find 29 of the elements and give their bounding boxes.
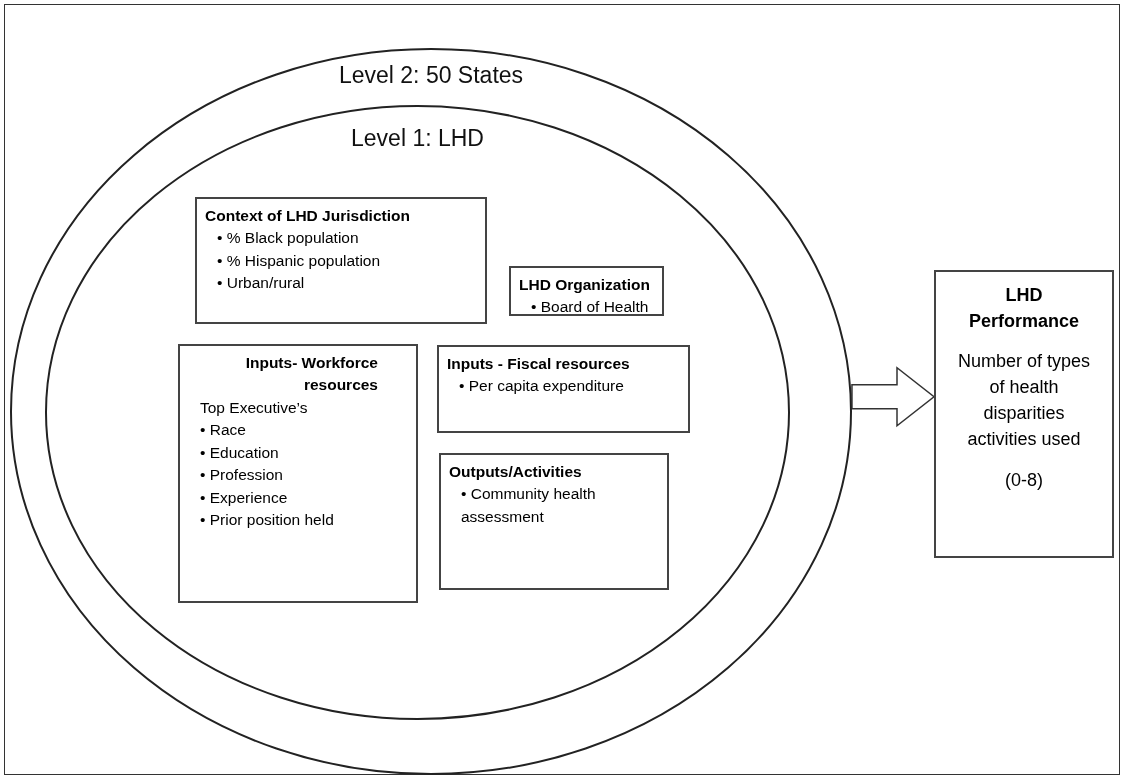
box-item: • Profession (199, 465, 284, 486)
box-item: • Experience (199, 487, 289, 508)
level-heading: Level 2: 50 States (337, 62, 525, 89)
box-heading: Context of LHD Jurisdiction (205, 206, 411, 226)
box-item: • Urban/rural (216, 273, 306, 294)
box-item: • Prior position held (199, 510, 335, 531)
box-item: • Race (199, 420, 247, 441)
box-heading: Inputs - Fiscal resources (447, 354, 631, 374)
factor-box (437, 345, 690, 433)
box-item: • Community health assessment (460, 484, 597, 527)
box-heading: LHD Organization (519, 275, 651, 295)
factor-box (509, 266, 664, 316)
box-item: • Per capita expenditure (458, 376, 625, 397)
box-item: • % Black population (216, 228, 360, 249)
block-arrow (851, 366, 936, 428)
level-heading: Level 1: LHD (350, 125, 485, 152)
box-heading: Inputs- Workforce resources (244, 353, 379, 396)
box-item: • Board of Health (530, 297, 650, 318)
box-item: • % Hispanic population (216, 250, 382, 271)
box-item: (0-8) (1004, 468, 1044, 492)
factor-box (439, 453, 669, 590)
box-item: Top Executive’s (199, 397, 309, 418)
factor-box (178, 344, 418, 603)
box-heading: Outputs/Activities (449, 462, 583, 482)
box-heading: LHD Performance (967, 284, 1081, 334)
box-item: • Education (199, 442, 280, 463)
factor-box (934, 270, 1114, 558)
box-item: Number of types of health disparities activities used (956, 350, 1092, 452)
factor-box (195, 197, 487, 324)
